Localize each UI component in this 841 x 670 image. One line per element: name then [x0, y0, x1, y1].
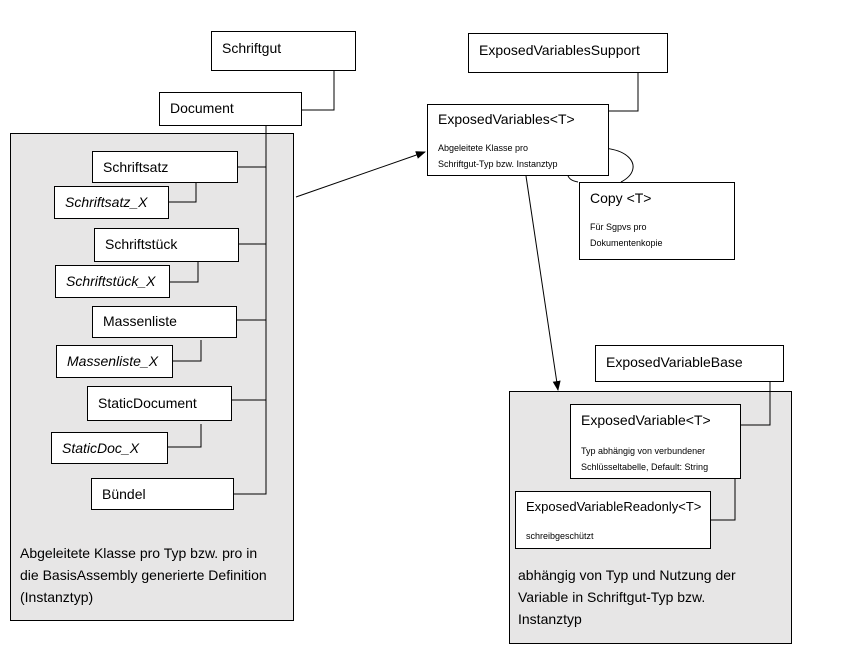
document-label: Document — [170, 100, 234, 116]
exposed-variables-label: ExposedVariables<T> — [438, 111, 575, 127]
buendel-box: Bündel — [91, 478, 234, 510]
document-trunk-line — [233, 125, 267, 495]
schriftstueck-label: Schriftstück — [105, 236, 178, 252]
schriftsatz-x-label: Schriftsatz_X — [65, 194, 148, 210]
document-to-schriftgut-line — [301, 70, 335, 111]
copy-label: Copy <T> — [590, 190, 652, 206]
schriftgut-label: Schriftgut — [222, 40, 282, 56]
ev-to-support-line — [608, 73, 639, 112]
schriftstueck-x-label: Schriftstück_X — [66, 273, 156, 289]
exposed-variables-to-variable-arrow — [525, 175, 561, 391]
ev-to-base-line — [740, 382, 771, 426]
exposed-variable-readonly-box: ExposedVariableReadonly<T> schreibgeschü… — [515, 491, 711, 549]
derived-types-note-line2: die BasisAssembly generierte Definition — [20, 567, 267, 583]
exposed-variable-desc2: Schlüsseltabelle, Default: String — [581, 462, 709, 472]
static-doc-x-hook — [167, 424, 202, 448]
schriftstueck-box: Schriftstück — [94, 228, 239, 262]
exposed-variable-box: ExposedVariable<T> Typ abhängig von verb… — [570, 404, 741, 479]
exposed-variables-desc1: Abgeleitete Klasse pro — [438, 143, 529, 153]
schriftgut-box: Schriftgut — [211, 31, 356, 71]
exposed-variables-desc2: Schriftgut-Typ bzw. Instanztyp — [438, 159, 558, 169]
static-doc-x-box: StaticDoc_X — [51, 432, 168, 464]
derived-types-note: Abgeleitete Klasse pro Typ bzw. pro in d… — [20, 542, 290, 608]
massenliste-x-hook — [172, 340, 202, 362]
exposed-variables-support-label: ExposedVariablesSupport — [479, 42, 640, 58]
copy-desc1: Für Sgpvs pro — [590, 222, 647, 232]
static-document-label: StaticDocument — [98, 395, 197, 411]
document-box: Document — [159, 92, 302, 126]
static-doc-x-label: StaticDoc_X — [62, 440, 140, 456]
schriftstueck-x-hook — [169, 262, 199, 283]
exposed-variable-note-line3: Instanztyp — [518, 611, 582, 627]
derived-types-note-line3: (Instanztyp) — [20, 589, 94, 605]
exposed-variable-label: ExposedVariable<T> — [581, 412, 711, 428]
massenliste-x-box: Massenliste_X — [56, 345, 173, 378]
massenliste-x-label: Massenliste_X — [67, 353, 159, 369]
schriftsatz-x-hook — [168, 182, 197, 203]
schriftsatz-x-box: Schriftsatz_X — [54, 186, 169, 219]
massenliste-box: Massenliste — [92, 306, 237, 338]
exposed-variable-base-label: ExposedVariableBase — [606, 354, 743, 370]
massenliste-label: Massenliste — [103, 313, 177, 329]
buendel-label: Bündel — [102, 486, 146, 502]
exposed-variable-desc1: Typ abhängig von verbundener — [581, 446, 706, 456]
exposed-variable-note-line1: abhängig von Typ und Nutzung der — [518, 567, 736, 583]
exposed-variable-readonly-desc: schreibgeschützt — [526, 531, 594, 541]
exposed-variables-support-box: ExposedVariablesSupport — [468, 33, 668, 73]
schriftsatz-label: Schriftsatz — [103, 159, 169, 175]
exposed-variable-note: abhängig von Typ und Nutzung der Variabl… — [518, 564, 788, 630]
group-to-exposed-variables-arrow — [295, 151, 426, 198]
exposed-variable-note-line2: Variable in Schriftgut-Typ bzw. — [518, 589, 706, 605]
exposed-variable-base-box: ExposedVariableBase — [595, 345, 784, 382]
exposed-variables-box: ExposedVariables<T> Abgeleitete Klasse p… — [427, 104, 609, 176]
copy-desc2: Dokumentenkopie — [590, 238, 663, 248]
readonly-to-ev-line — [710, 478, 736, 521]
copy-box: Copy <T> Für Sgpvs pro Dokumentenkopie — [579, 182, 735, 260]
schriftstueck-x-box: Schriftstück_X — [55, 265, 170, 298]
derived-types-note-line1: Abgeleitete Klasse pro Typ bzw. pro in — [20, 545, 258, 561]
schriftsatz-box: Schriftsatz — [92, 151, 238, 183]
static-document-box: StaticDocument — [87, 386, 232, 421]
exposed-variable-readonly-label: ExposedVariableReadonly<T> — [526, 499, 702, 514]
